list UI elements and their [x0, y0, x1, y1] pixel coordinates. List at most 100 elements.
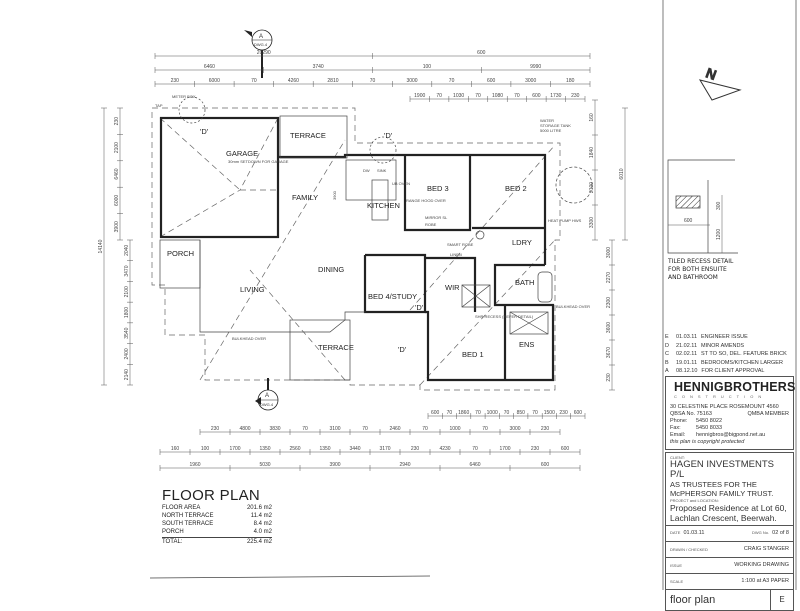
dimension-label: 160: [589, 113, 595, 122]
dimension-label: 70: [472, 446, 478, 452]
dimension-label: 70: [475, 93, 481, 99]
dimension-label: 5030: [259, 462, 270, 468]
dimension-label: 3100: [329, 426, 340, 432]
dimension-label: 70: [449, 78, 455, 84]
dimension-label: 6010: [619, 168, 625, 179]
dimension-label: 3300: [589, 217, 595, 228]
shower-recess-note: SHR RECESS (REFER DETAIL): [475, 314, 534, 319]
svg-text:1200: 1200: [716, 229, 722, 240]
dimension-label: 600: [541, 462, 550, 468]
sheet-title-row: floor plan E: [666, 588, 793, 610]
bulkhead-note: BULKHEAD OVER: [556, 304, 590, 309]
dimension-label: 70: [251, 78, 257, 84]
dimension-label: 600: [532, 93, 541, 99]
dimension-label: 14140: [98, 239, 104, 253]
dimension-label: 6460: [114, 168, 120, 179]
room-bath: BATH: [515, 278, 534, 287]
dimension-label: 4260: [288, 78, 299, 84]
dimension-label: 3000: [525, 78, 536, 84]
dimension-label: 160: [171, 446, 180, 452]
dw-note: DW: [363, 168, 370, 173]
detail-caption: TILED RECESS DETAIL FOR BOTH ENSUITE AND…: [668, 258, 734, 281]
room-garage: GARAGE: [226, 149, 258, 158]
dimension-label: 230: [114, 117, 120, 126]
room-dining: DINING: [318, 265, 344, 274]
company-contact: 30 CELESTINE PLACE ROSEMOUNT 4560 QBSA N…: [670, 403, 789, 445]
dimension-label: 100: [423, 64, 432, 70]
dimension-label: 2270: [606, 272, 612, 283]
dimension-label: 3000: [509, 426, 520, 432]
svg-text:600: 600: [684, 218, 693, 224]
dimension-label: 2940: [399, 462, 410, 468]
smart-robe-note: SMART ROBE: [447, 242, 474, 247]
dimension-label: 230: [571, 93, 580, 99]
water-tank-note: STORAGE TANK: [540, 123, 571, 128]
dimension-label: 600: [477, 50, 486, 56]
dimension-label: 6460: [204, 64, 215, 70]
divider: [149, 575, 431, 579]
dimension-label: 1700: [499, 446, 510, 452]
dimension-label: 1000: [449, 426, 460, 432]
dimension-label: 2560: [289, 446, 300, 452]
dimension-label: 3900: [114, 221, 120, 232]
room-labels: GARAGE 30mm SETDOWN FOR GARAGE TERRACE F…: [167, 131, 534, 359]
dimension-label: 2460: [389, 426, 400, 432]
dimension-label: 230: [606, 373, 612, 382]
dimension-label: 2300: [606, 297, 612, 308]
dimension-label: 3670: [606, 347, 612, 358]
dimension-label: 3900: [329, 462, 340, 468]
dimension-label: 600: [431, 410, 440, 416]
dimension-label: 2100: [589, 182, 595, 193]
room-bed3: BED 3: [427, 184, 449, 193]
dimension-label: 3000: [406, 78, 417, 84]
room-ldry: LDRY: [512, 238, 532, 247]
dimension-label: 2810: [327, 78, 338, 84]
dimension-label: 600: [487, 78, 496, 84]
svg-text:A: A: [265, 393, 269, 399]
dimension-label: 3000: [606, 247, 612, 258]
client-info: CLIENT: HAGEN INVESTMENTS P/L AS TRUSTEE…: [670, 454, 787, 523]
room-terrace-south: TERRACE: [318, 343, 354, 352]
dimension-label: 600: [574, 410, 583, 416]
dimension-label: 1860: [458, 410, 469, 416]
dimension-label: 1000: [487, 410, 498, 416]
dimension-label: 6460: [469, 462, 480, 468]
meter-box-note: METER BOX: [172, 94, 196, 99]
dimension-label: 2140: [124, 369, 130, 380]
dimension-label: 180: [566, 78, 575, 84]
dimension-label: 1350: [319, 446, 330, 452]
dimension-label: 4230: [439, 446, 450, 452]
date-dwg-row: DATE 01.03.11 DWG No. 02 of 8: [666, 524, 793, 541]
svg-text:DWG.4: DWG.4: [254, 42, 268, 47]
dimension-label: 70: [447, 410, 453, 416]
dimension-label: 2040: [124, 245, 130, 256]
dimension-label: 230: [211, 426, 220, 432]
robe-note: ROBE: [425, 222, 437, 227]
tiled-recess-detail: 600 300 1200: [667, 159, 738, 254]
roof-outline: [151, 107, 561, 391]
svg-text:DWG.4: DWG.4: [260, 402, 274, 407]
dimension-label: 1800: [124, 307, 130, 318]
dimension-label: 3740: [313, 64, 324, 70]
dimension-label: 2100: [114, 142, 120, 153]
dimension-label: 70: [302, 426, 308, 432]
svg-text:N: N: [704, 65, 719, 83]
dimension-label: 1080: [492, 93, 503, 99]
dimension-label: 6000: [209, 78, 220, 84]
dimension-label: 70: [422, 426, 428, 432]
dimension-label: 100: [201, 446, 210, 452]
d-mark: 'D': [398, 345, 407, 354]
walls: [159, 96, 593, 382]
